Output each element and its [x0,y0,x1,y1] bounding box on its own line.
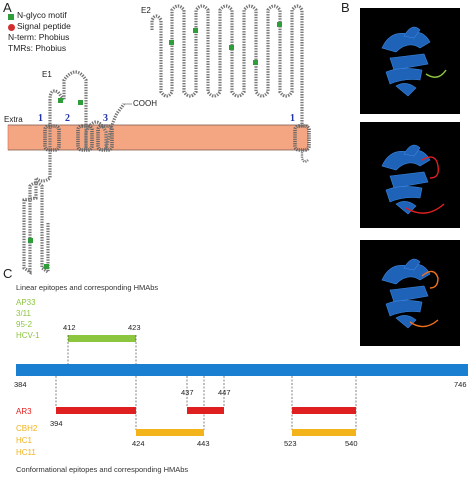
green-start-number: 412 [63,323,76,332]
cooh-label: COOH [133,99,157,108]
protein-ribbon-1 [381,26,447,97]
linear-epitope-bar [68,335,136,342]
linear-antibody-2: 3/11 [16,309,31,318]
ar3-segment-1 [56,407,136,414]
n-term-hairpin [22,150,52,275]
structure-image-2 [360,122,460,228]
panel-c-letter: C [3,266,13,281]
panel-a-letter: A [3,0,12,15]
gold-b-start-number: 523 [284,439,297,448]
e1-glyco-marks [58,98,83,105]
n-term-glyco-marks [28,238,49,269]
gold-b-end-number: 540 [345,439,358,448]
panel-b-letter: B [341,0,350,15]
ar3-label: AR3 [16,407,32,416]
gold-segment-2 [292,429,356,436]
red-mid-b-number: 447 [218,388,231,397]
gold-antibody-2: HC1 [16,436,33,445]
gold-antibody-3: HC11 [16,448,36,457]
structure-image-1 [360,8,460,114]
protein-end-number: 746 [454,380,467,389]
linear-antibody-4: HCV-1 [16,331,40,340]
e2-glyco-marks [169,22,282,65]
loop-number-1: 1 [38,113,43,124]
loop-number-3: 3 [103,113,108,124]
e2-loops [150,4,304,128]
protein-bar [16,364,468,376]
gold-segment-1 [136,429,204,436]
tmrs-legend-label: TMRs: Phobius [8,43,67,53]
ar3-segment-2 [187,407,224,414]
c-term-tail [300,150,309,163]
loop-number-2: 2 [65,113,70,124]
linear-antibody-1: AP33 [16,298,36,307]
gold-a-start-number: 424 [132,439,145,448]
e1-region [48,70,126,151]
signal-peptide-legend-label: Signal peptide [17,21,71,31]
topology-diagram [7,4,311,275]
protein-ribbon-3 [381,258,439,329]
red-start-number: 394 [50,419,63,428]
e1-label: E1 [42,70,52,79]
e2-label: E2 [141,6,151,15]
protein-ribbon-2 [381,144,445,215]
protein-start-number: 384 [14,380,27,389]
tm-segments [43,124,311,152]
n-term-legend-label: N-term: Phobius [8,32,70,42]
n-glyco-legend-icon [8,14,14,20]
signal-peptide-legend-icon [8,24,15,31]
membrane-band [7,124,309,151]
loop-number-1-right: 1 [290,113,295,124]
epitope-map [16,335,468,436]
structure-image-3 [360,240,460,346]
conformational-epitopes-header: Conformational epitopes and correspondin… [16,465,189,474]
gold-antibody-1: CBH2 [16,424,38,433]
n-glyco-legend-label: N-glyco motif [17,10,67,20]
gold-a-end-number: 443 [197,439,210,448]
linear-epitopes-header: Linear epitopes and corresponding HMAbs [16,283,159,292]
extra-label: Extra [4,115,23,124]
ar3-segment-3 [292,407,356,414]
red-mid-a-number: 437 [181,388,194,397]
green-end-number: 423 [128,323,141,332]
linear-antibody-3: 95-2 [16,320,33,329]
